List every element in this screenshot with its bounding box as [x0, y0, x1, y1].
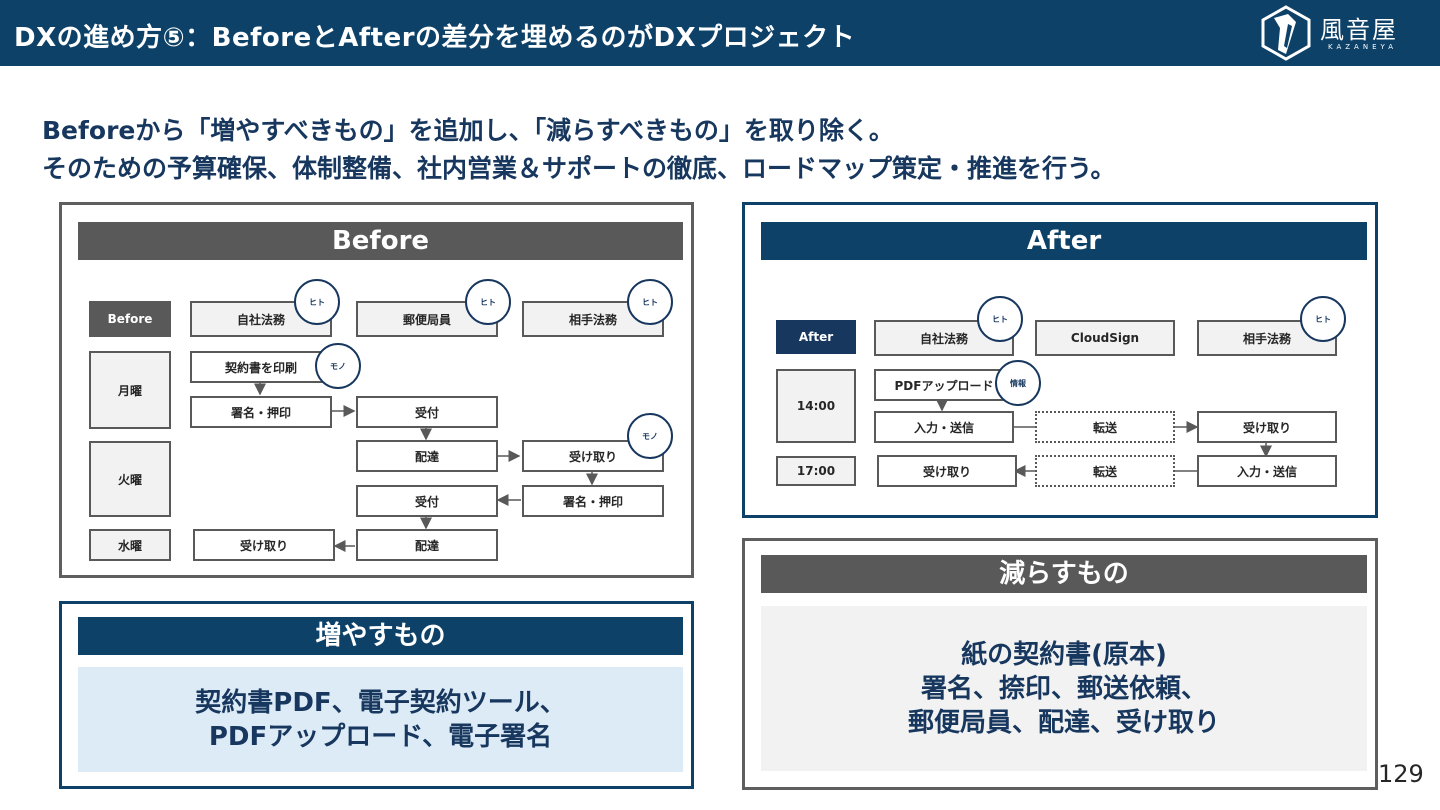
- before-tag-human-1: ヒト: [294, 279, 340, 325]
- after-step-input-1: 入力・送信: [874, 411, 1014, 443]
- after-arrows: [936, 399, 1272, 477]
- increase-content: 契約書PDF、電子契約ツール、 PDFアップロード、電子署名: [78, 667, 683, 772]
- after-tag-human-1: ヒト: [977, 296, 1023, 342]
- before-row-monday: 月曜: [89, 351, 171, 429]
- before-step-receive-1: 受付: [356, 396, 498, 428]
- reduce-content: 紙の契約書(原本) 署名、捺印、郵送依頼、 郵便局員、配達、受け取り: [761, 606, 1367, 771]
- before-tag-thing-2: モノ: [627, 413, 673, 459]
- before-step-print: 契約書を印刷: [190, 351, 332, 383]
- before-row-tuesday: 火曜: [89, 441, 171, 517]
- company-logo: 風音屋 KAZANEYA: [1258, 4, 1433, 62]
- after-step-transfer-2: 転送: [1035, 455, 1175, 487]
- after-step-upload: PDFアップロード: [874, 369, 1014, 401]
- before-panel: Before Before 月曜 火曜 水曜 自社法務 郵便局員 相手法務 契約…: [59, 202, 694, 578]
- after-panel: After After 14:00 17:00 自社法務 CloudSign 相…: [742, 202, 1378, 518]
- lead-line-2: そのための予算確保、体制整備、社内営業＆サポートの徹底、ロードマップ策定・推進を…: [42, 154, 1116, 183]
- after-row-1700: 17:00: [776, 456, 856, 486]
- increase-line-1: 契約書PDF、電子契約ツール、: [195, 687, 566, 718]
- after-row-1400: 14:00: [776, 369, 856, 443]
- before-step-receive-2: 受付: [356, 485, 498, 517]
- after-step-accept-2: 受け取り: [877, 455, 1017, 487]
- reduce-line-3: 郵便局員、配達、受け取り: [907, 707, 1220, 738]
- kazaneya-logo-icon: [1261, 5, 1311, 61]
- before-step-deliver-2: 配達: [356, 529, 498, 561]
- before-step-sign-1: 署名・押印: [190, 396, 332, 428]
- page-title: DXの進め方⑤：BeforeとAfterの差分を埋めるのがDXプロジェクト: [14, 23, 856, 53]
- before-title: Before: [78, 222, 683, 260]
- after-step-input-2: 入力・送信: [1197, 455, 1337, 487]
- logo-name: 風音屋: [1320, 16, 1398, 44]
- after-title: After: [761, 222, 1367, 260]
- increase-panel: 増やすもの 契約書PDF、電子契約ツール、 PDFアップロード、電子署名: [59, 601, 694, 789]
- logo-subtitle: KAZANEYA: [1328, 43, 1398, 51]
- after-header-cell: After: [776, 320, 856, 354]
- before-tag-human-2: ヒト: [465, 279, 511, 325]
- after-step-transfer-1: 転送: [1035, 411, 1175, 443]
- after-actor-cloudsign: CloudSign: [1035, 320, 1175, 356]
- reduce-panel: 減らすもの 紙の契約書(原本) 署名、捺印、郵送依頼、 郵便局員、配達、受け取り: [742, 538, 1378, 790]
- reduce-title: 減らすもの: [761, 555, 1367, 593]
- lead-line-1: Beforeから「増やすべきもの」を追加し、「減らすべきもの」を取り除く。: [42, 116, 894, 145]
- before-step-sign-2: 署名・押印: [522, 485, 664, 517]
- after-step-accept-1: 受け取り: [1197, 411, 1337, 443]
- increase-line-2: PDFアップロード、電子署名: [208, 721, 553, 752]
- before-header-cell: Before: [89, 301, 171, 337]
- page-number: 129: [1378, 760, 1424, 788]
- reduce-line-1: 紙の契約書(原本): [961, 639, 1167, 670]
- before-row-wednesday: 水曜: [89, 529, 171, 561]
- before-tag-human-3: ヒト: [627, 279, 673, 325]
- reduce-line-2: 署名、捺印、郵送依頼、: [920, 673, 1207, 704]
- after-tag-info: 情報: [995, 360, 1041, 406]
- increase-title: 増やすもの: [78, 617, 683, 655]
- after-tag-human-2: ヒト: [1300, 296, 1346, 342]
- before-arrows: [254, 382, 598, 552]
- before-step-deliver-1: 配達: [356, 440, 498, 472]
- header-bar: DXの進め方⑤：BeforeとAfterの差分を埋めるのがDXプロジェクト 風音…: [0, 0, 1440, 66]
- before-step-accept-2: 受け取り: [193, 529, 335, 561]
- before-tag-thing-1: モノ: [315, 343, 361, 389]
